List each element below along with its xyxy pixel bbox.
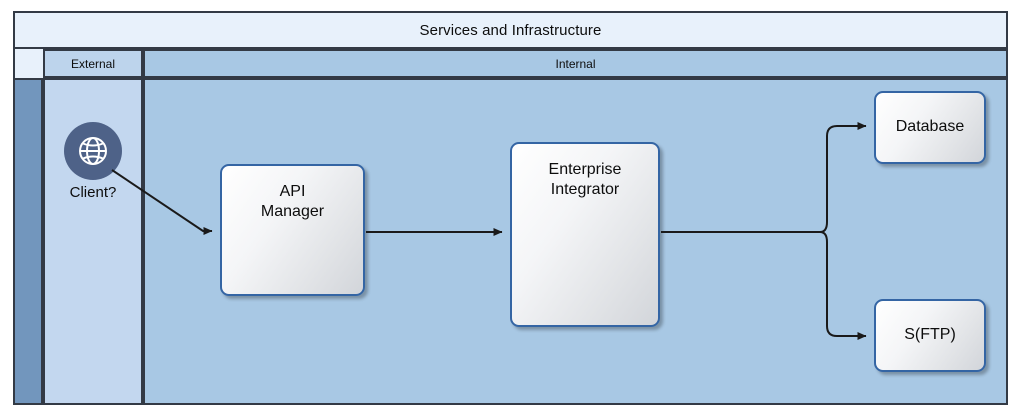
column-header-external: External [43,49,143,78]
node-sftp-label: S(FTP) [904,326,956,344]
node-database[interactable]: Database [874,91,986,164]
node-enterprise-integrator-label: Enterprise Integrator [548,161,622,199]
node-api-manager-label: API Manager [260,183,325,221]
node-database-label: Database [895,118,965,136]
node-enterprise-integrator[interactable]: Enterprise Integrator [510,142,660,327]
column-header-external-label: External [70,56,116,71]
node-sftp[interactable]: S(FTP) [874,299,986,372]
row-header-band [13,78,43,405]
column-header-internal: Internal [143,49,1008,78]
column-header-internal-label: Internal [555,56,596,71]
globe-icon [76,134,110,168]
diagram-title: Services and Infrastructure [13,11,1008,49]
client-actor-label: Client? [69,184,117,201]
node-api-manager[interactable]: API Manager [220,164,365,296]
diagram-title-label: Services and Infrastructure [419,21,602,39]
client-actor[interactable] [64,122,122,180]
